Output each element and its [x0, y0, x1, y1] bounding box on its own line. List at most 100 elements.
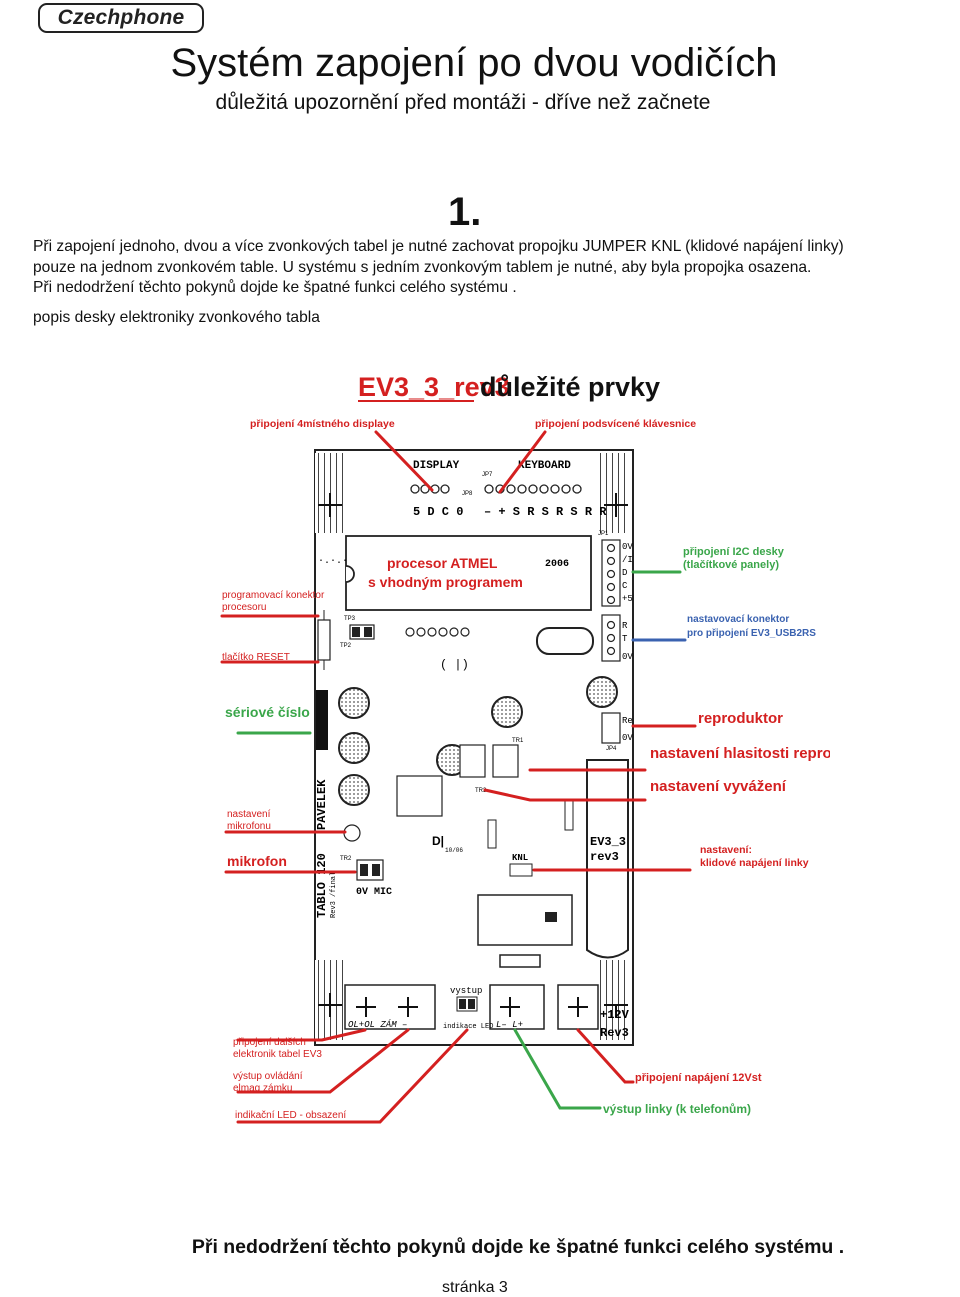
- label-speaker: reproduktor: [698, 710, 783, 727]
- pin-0v: 0V: [622, 542, 633, 552]
- relay-block: [477, 894, 573, 946]
- label-volume: nastavení hlasitosti reproduktoru: [650, 745, 830, 762]
- cpu-label-1: procesor ATMEL: [387, 555, 498, 571]
- label-setup: nastavovací konektor: [687, 614, 789, 625]
- mount-hatch: [600, 960, 630, 1040]
- date-label: 10/06: [445, 847, 463, 854]
- pin-t: T: [622, 634, 628, 644]
- label-prog: programovací konektor: [222, 590, 325, 601]
- tablo-label: TABLO 120: [315, 853, 329, 918]
- pin-d: D: [622, 568, 627, 578]
- display-label: DISPLAY: [413, 460, 460, 472]
- indikace-label: indikace LED: [443, 1023, 493, 1031]
- logo: Czechphone: [38, 3, 204, 33]
- page-title: Systém zapojení po dvou vodičích: [170, 41, 778, 85]
- label-keyboard-conn: připojení podsvícené klávesnice: [535, 418, 696, 430]
- speaker-outline: [586, 759, 629, 959]
- label-mic-setting: nastavení: [227, 809, 271, 820]
- page-subtitle: důležitá upozornění před montáži - dříve…: [215, 91, 711, 114]
- processor-chip: [345, 535, 592, 611]
- label-setup-2: pro připojení EV3_USB2RS: [687, 628, 816, 639]
- pin-c: C: [622, 581, 628, 591]
- label-power: připojení napájení 12Vst: [635, 1072, 762, 1084]
- jp4-label: JP4: [606, 746, 617, 752]
- callout-power: [576, 1028, 635, 1084]
- diode-symbol: D|: [432, 834, 444, 848]
- label-reset: tlačítko RESET: [222, 652, 290, 663]
- callout-led: [236, 1028, 469, 1124]
- tr2-label: TR2: [340, 856, 352, 862]
- tr3-label: TR3: [475, 788, 487, 794]
- board-diagram: EV3_3_rev3 důležité prvky DISPLAY KEYBOA…: [210, 350, 888, 1130]
- jp1-label: JP1: [598, 531, 609, 537]
- intro-paragraph: Při zapojení jednoho, dvou a více zvonko…: [33, 237, 933, 299]
- keyboard-label: KEYBOARD: [518, 460, 571, 472]
- pin-0v-usb: 0V: [622, 652, 633, 662]
- label-knl: nastavení:: [700, 844, 752, 856]
- tp3-label: TP3: [344, 616, 356, 622]
- ev3-label: EV3_3: [590, 835, 626, 849]
- diagram-title-red: EV3_3_rev3: [358, 372, 510, 402]
- callout-balance: [483, 788, 647, 802]
- tr3-trimmer: [459, 744, 486, 778]
- callout-keyboard: [498, 430, 547, 494]
- board-diagram-svg: EV3_3_rev3 důležité prvky DISPLAY KEYBOA…: [220, 372, 888, 1124]
- label-line-out: výstup linky (k telefonům): [603, 1102, 751, 1116]
- page-number: stránka 3: [442, 1279, 508, 1296]
- step-number: 1.: [448, 190, 482, 234]
- jp7-label: JP7: [482, 472, 493, 478]
- ic-chip: [396, 775, 443, 817]
- reset-button: [317, 619, 331, 661]
- paragraph-line: Při nedodržení těchto pokynů dojde ke šp…: [33, 279, 517, 296]
- label-lock-2: elmag zámku: [233, 1083, 292, 1094]
- re-label: Re: [622, 716, 633, 726]
- display-pins: 5 D C 0: [413, 505, 463, 519]
- terminal-blocks: [344, 984, 599, 1030]
- dot-marks: ·.·.·: [318, 556, 348, 567]
- keyboard-pins: – + S R S R S R R: [484, 505, 607, 519]
- label-next-2: elektronik tabel EV3: [233, 1049, 322, 1060]
- serial-number-strip: [316, 690, 328, 750]
- paragraph-line: pouze na jednom zvonkovém table. U systé…: [33, 258, 812, 276]
- callout-lock: [236, 1028, 410, 1094]
- speaker-connector: [601, 712, 621, 744]
- label-mic-setting-2: mikrofonu: [227, 821, 271, 832]
- label-lock: výstup ovládání: [233, 1071, 303, 1082]
- ev3-rev-label: rev3: [590, 850, 619, 864]
- ov-label: 0V: [622, 733, 633, 743]
- rev3-final-label: Rev3 /final: [330, 872, 338, 918]
- label-knl-2: klidové napájení linky: [700, 857, 809, 869]
- label-serial: sériové číslo: [225, 704, 310, 720]
- mic-pins: 0V MIC: [356, 887, 392, 898]
- label-display-conn: připojení 4místného displaye: [250, 418, 395, 430]
- plus12-label: +12V: [600, 1008, 630, 1022]
- pin-r: R: [622, 621, 628, 631]
- callout-next-boards: [236, 1028, 367, 1042]
- knl-label: KNL: [512, 853, 528, 863]
- pavelek-label: PAVELEK: [315, 779, 329, 830]
- vystup-label: vystup: [450, 986, 482, 996]
- diagram-title-black: důležité prvky: [480, 372, 660, 402]
- mic-trimmer: [343, 824, 361, 842]
- rev3-label: Rev3: [600, 1026, 629, 1040]
- label-i2c-2: (tlačítkové panely): [683, 559, 779, 571]
- pin-i: /I: [622, 555, 633, 565]
- pin-5v: +5: [622, 594, 633, 604]
- label-prog-2: procesoru: [222, 602, 266, 613]
- tr1-label: TR1: [512, 738, 524, 744]
- label-i2c: připojení I2C desky: [683, 546, 785, 558]
- label-next: připojení dalších: [233, 1037, 306, 1048]
- label-led: indikační LED - obsazení: [235, 1110, 346, 1121]
- cpu-label-2: s vhodným programem: [368, 574, 523, 590]
- crystal: [536, 627, 594, 655]
- label-balance: nastavení vyvážení: [650, 778, 787, 795]
- prog-connector: [405, 627, 470, 637]
- tp2-label: TP2: [340, 643, 352, 649]
- diode-mark: ( |): [440, 658, 469, 672]
- footer-warning: Při nedodržení těchto pokynů dojde ke šp…: [191, 1236, 845, 1258]
- terms-line: L– L+: [496, 1020, 523, 1030]
- label-mic: mikrofon: [227, 853, 287, 869]
- callout-display: [374, 430, 434, 492]
- jp8-label: JP8: [462, 491, 473, 497]
- tr1-trimmer: [492, 744, 519, 778]
